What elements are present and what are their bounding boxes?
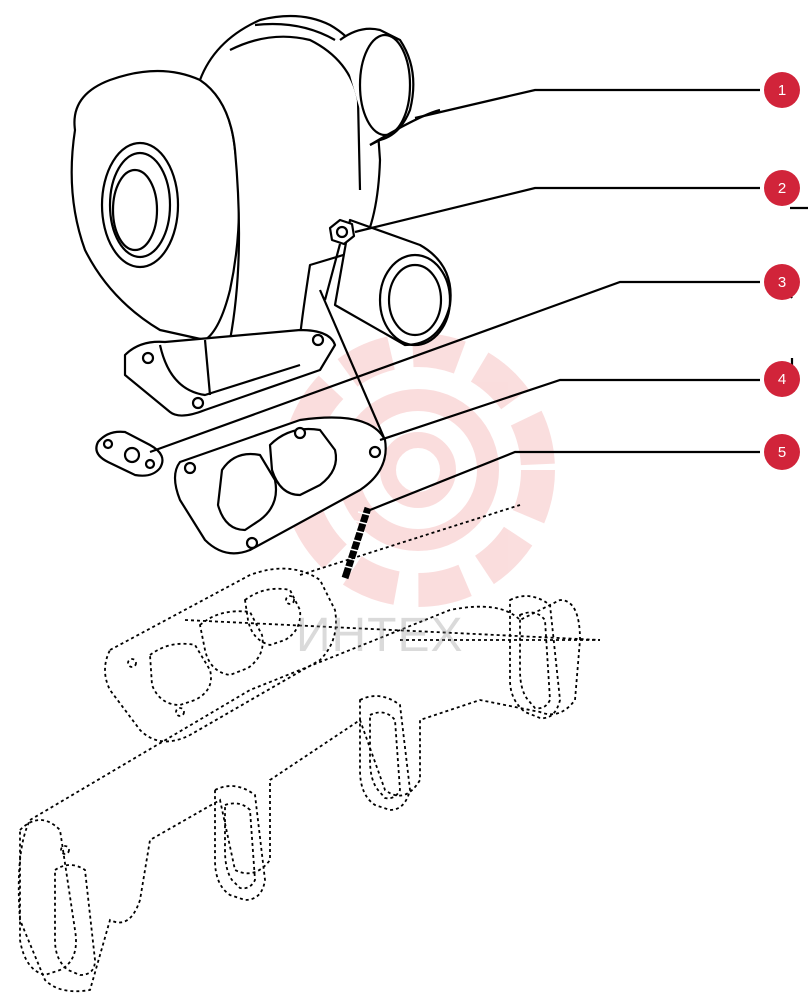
- callout-2[interactable]: 2: [764, 170, 800, 206]
- leader-lines: [149, 88, 760, 512]
- flange-gasket: [173, 416, 387, 555]
- callout-5[interactable]: 5: [764, 434, 800, 470]
- stud: [339, 506, 372, 580]
- small-gasket: [95, 430, 164, 477]
- exhaust-manifold: [17, 504, 601, 993]
- watermark-text: ИНТЕХ: [296, 609, 464, 662]
- callout-4[interactable]: 4: [764, 361, 800, 397]
- callout-1[interactable]: 1: [764, 72, 800, 108]
- turbocharger: [70, 14, 452, 417]
- callout-3[interactable]: 3: [764, 264, 800, 300]
- edge-marks: [787, 206, 808, 467]
